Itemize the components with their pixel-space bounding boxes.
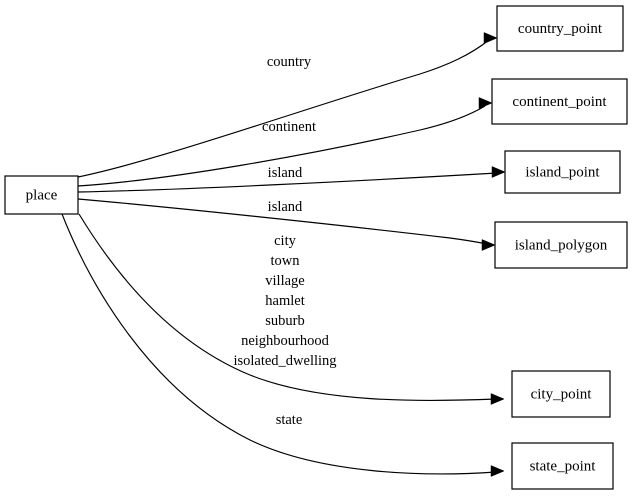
edge-label-line: village — [265, 273, 304, 289]
node-label-state_point: state_point — [530, 458, 597, 474]
edge-label-state_point: state — [276, 412, 303, 428]
edge-label-line: island — [268, 199, 303, 215]
edge-line-continent_point — [77, 105, 486, 187]
edge-city[interactable] — [78, 213, 505, 405]
node-label-island_polygon: island_polygon — [515, 237, 608, 253]
edge-island-point[interactable] — [77, 166, 506, 193]
node-label-island_point: island_point — [525, 164, 600, 180]
edge-label-line: isolated_dwelling — [233, 353, 336, 369]
edge-labels-layer: country continent island island city town vill… — [233, 54, 336, 428]
arrowhead-icon-state_point — [490, 465, 505, 477]
node-box-island_point — [504, 150, 621, 194]
edge-line-city_point — [78, 213, 497, 402]
edge-label-line: island — [268, 165, 303, 181]
arrowhead-icon-country_point — [483, 32, 498, 44]
node-box-continent_point — [491, 78, 628, 125]
node-label-place: place — [26, 187, 58, 203]
node-label-continent_point: continent_point — [512, 94, 607, 110]
node-continent_point[interactable]: continent_point — [491, 78, 628, 125]
node-island_point[interactable]: island_point — [504, 150, 621, 194]
edge-label-line: continent — [262, 119, 316, 135]
node-box-state_point — [511, 442, 614, 490]
node-island_polygon[interactable]: island_polygon — [494, 221, 628, 269]
edge-label-line: suburb — [265, 313, 304, 329]
edge-line-country_point — [77, 39, 490, 178]
node-box-country_point — [496, 5, 624, 52]
edges-layer — [61, 32, 506, 477]
arrowhead-icon-island_point — [491, 166, 506, 178]
node-state_point[interactable]: state_point — [511, 442, 614, 490]
edge-continent[interactable] — [77, 97, 493, 187]
edge-label-line: town — [271, 253, 301, 269]
edge-line-island_point — [77, 172, 498, 193]
edge-label-island_point: island — [268, 165, 303, 181]
edge-line-island_polygon — [77, 198, 488, 245]
edge-state[interactable] — [61, 213, 505, 477]
edge-label-continent_point: continent — [262, 119, 316, 135]
edge-island-polygon[interactable] — [77, 198, 496, 251]
edge-label-island_polygon: island — [268, 199, 303, 215]
nodes-layer: place country_point continent_point island_… — [4, 5, 628, 490]
edge-label-city_point: city town village hamlet suburb neighbourhood… — [233, 233, 336, 369]
edge-label-line: country — [267, 54, 312, 70]
edge-country[interactable] — [77, 32, 498, 178]
edge-label-line: state — [276, 412, 303, 428]
node-label-country_point: country_point — [518, 21, 603, 37]
edge-label-line: hamlet — [265, 293, 304, 309]
arrowhead-icon-continent_point — [478, 97, 493, 109]
arrowhead-icon-city_point — [490, 393, 505, 405]
node-city_point[interactable]: city_point — [511, 370, 611, 418]
node-label-city_point: city_point — [531, 386, 593, 402]
edge-label-country_point: country — [267, 54, 312, 70]
node-place[interactable]: place — [4, 175, 79, 215]
edge-line-state_point — [61, 213, 497, 475]
node-country_point[interactable]: country_point — [496, 5, 624, 52]
arrowhead-icon-island_polygon — [481, 239, 496, 251]
edge-label-line: neighbourhood — [241, 333, 330, 349]
node-box-island_polygon — [494, 221, 628, 269]
edge-label-line: city — [274, 233, 296, 249]
node-box-city_point — [511, 370, 611, 418]
node-box-place — [4, 175, 79, 215]
